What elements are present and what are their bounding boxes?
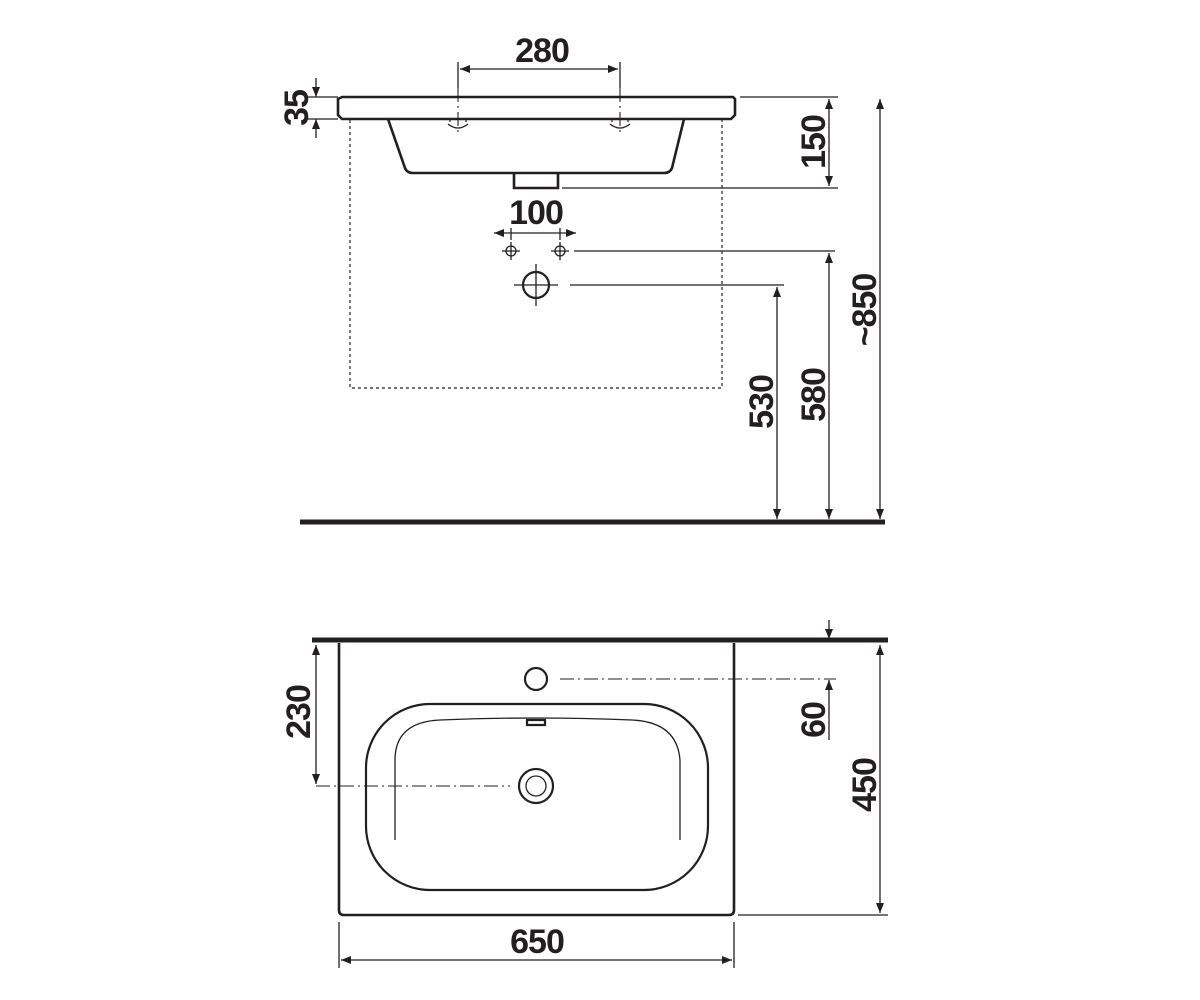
- dim-60: 60: [795, 702, 833, 738]
- basin-bowl: [386, 118, 686, 175]
- bowl-outer: [364, 702, 710, 892]
- top-view: 230 60 450 650: [280, 620, 888, 968]
- drain-top: [517, 767, 555, 805]
- basin-outline: [337, 643, 736, 917]
- dim-280: 280: [515, 32, 569, 70]
- dim-450: 450: [846, 758, 884, 812]
- waste-connection: [514, 264, 558, 306]
- water-connection-left: [502, 242, 520, 260]
- tap-hole-right: [609, 88, 631, 136]
- water-connection-right: [551, 242, 569, 260]
- dim-230: 230: [280, 685, 318, 739]
- waste-outlet: [512, 173, 560, 190]
- dim-850: ~850: [846, 274, 884, 347]
- bowl-inner: [394, 717, 681, 840]
- front-elevation: 280 35 150 100: [278, 32, 885, 525]
- overflow-slot: [525, 718, 547, 727]
- dim-530: 530: [743, 375, 781, 429]
- dim-100: 100: [509, 194, 563, 232]
- dim-35: 35: [278, 90, 316, 126]
- cabinet-outline: [349, 120, 723, 389]
- basin-rim: [336, 95, 737, 121]
- tap-hole-left: [447, 88, 469, 136]
- dim-650: 650: [510, 923, 564, 961]
- dim-150: 150: [795, 115, 833, 169]
- tap-hole-top: [523, 666, 549, 692]
- dim-580: 580: [795, 368, 833, 422]
